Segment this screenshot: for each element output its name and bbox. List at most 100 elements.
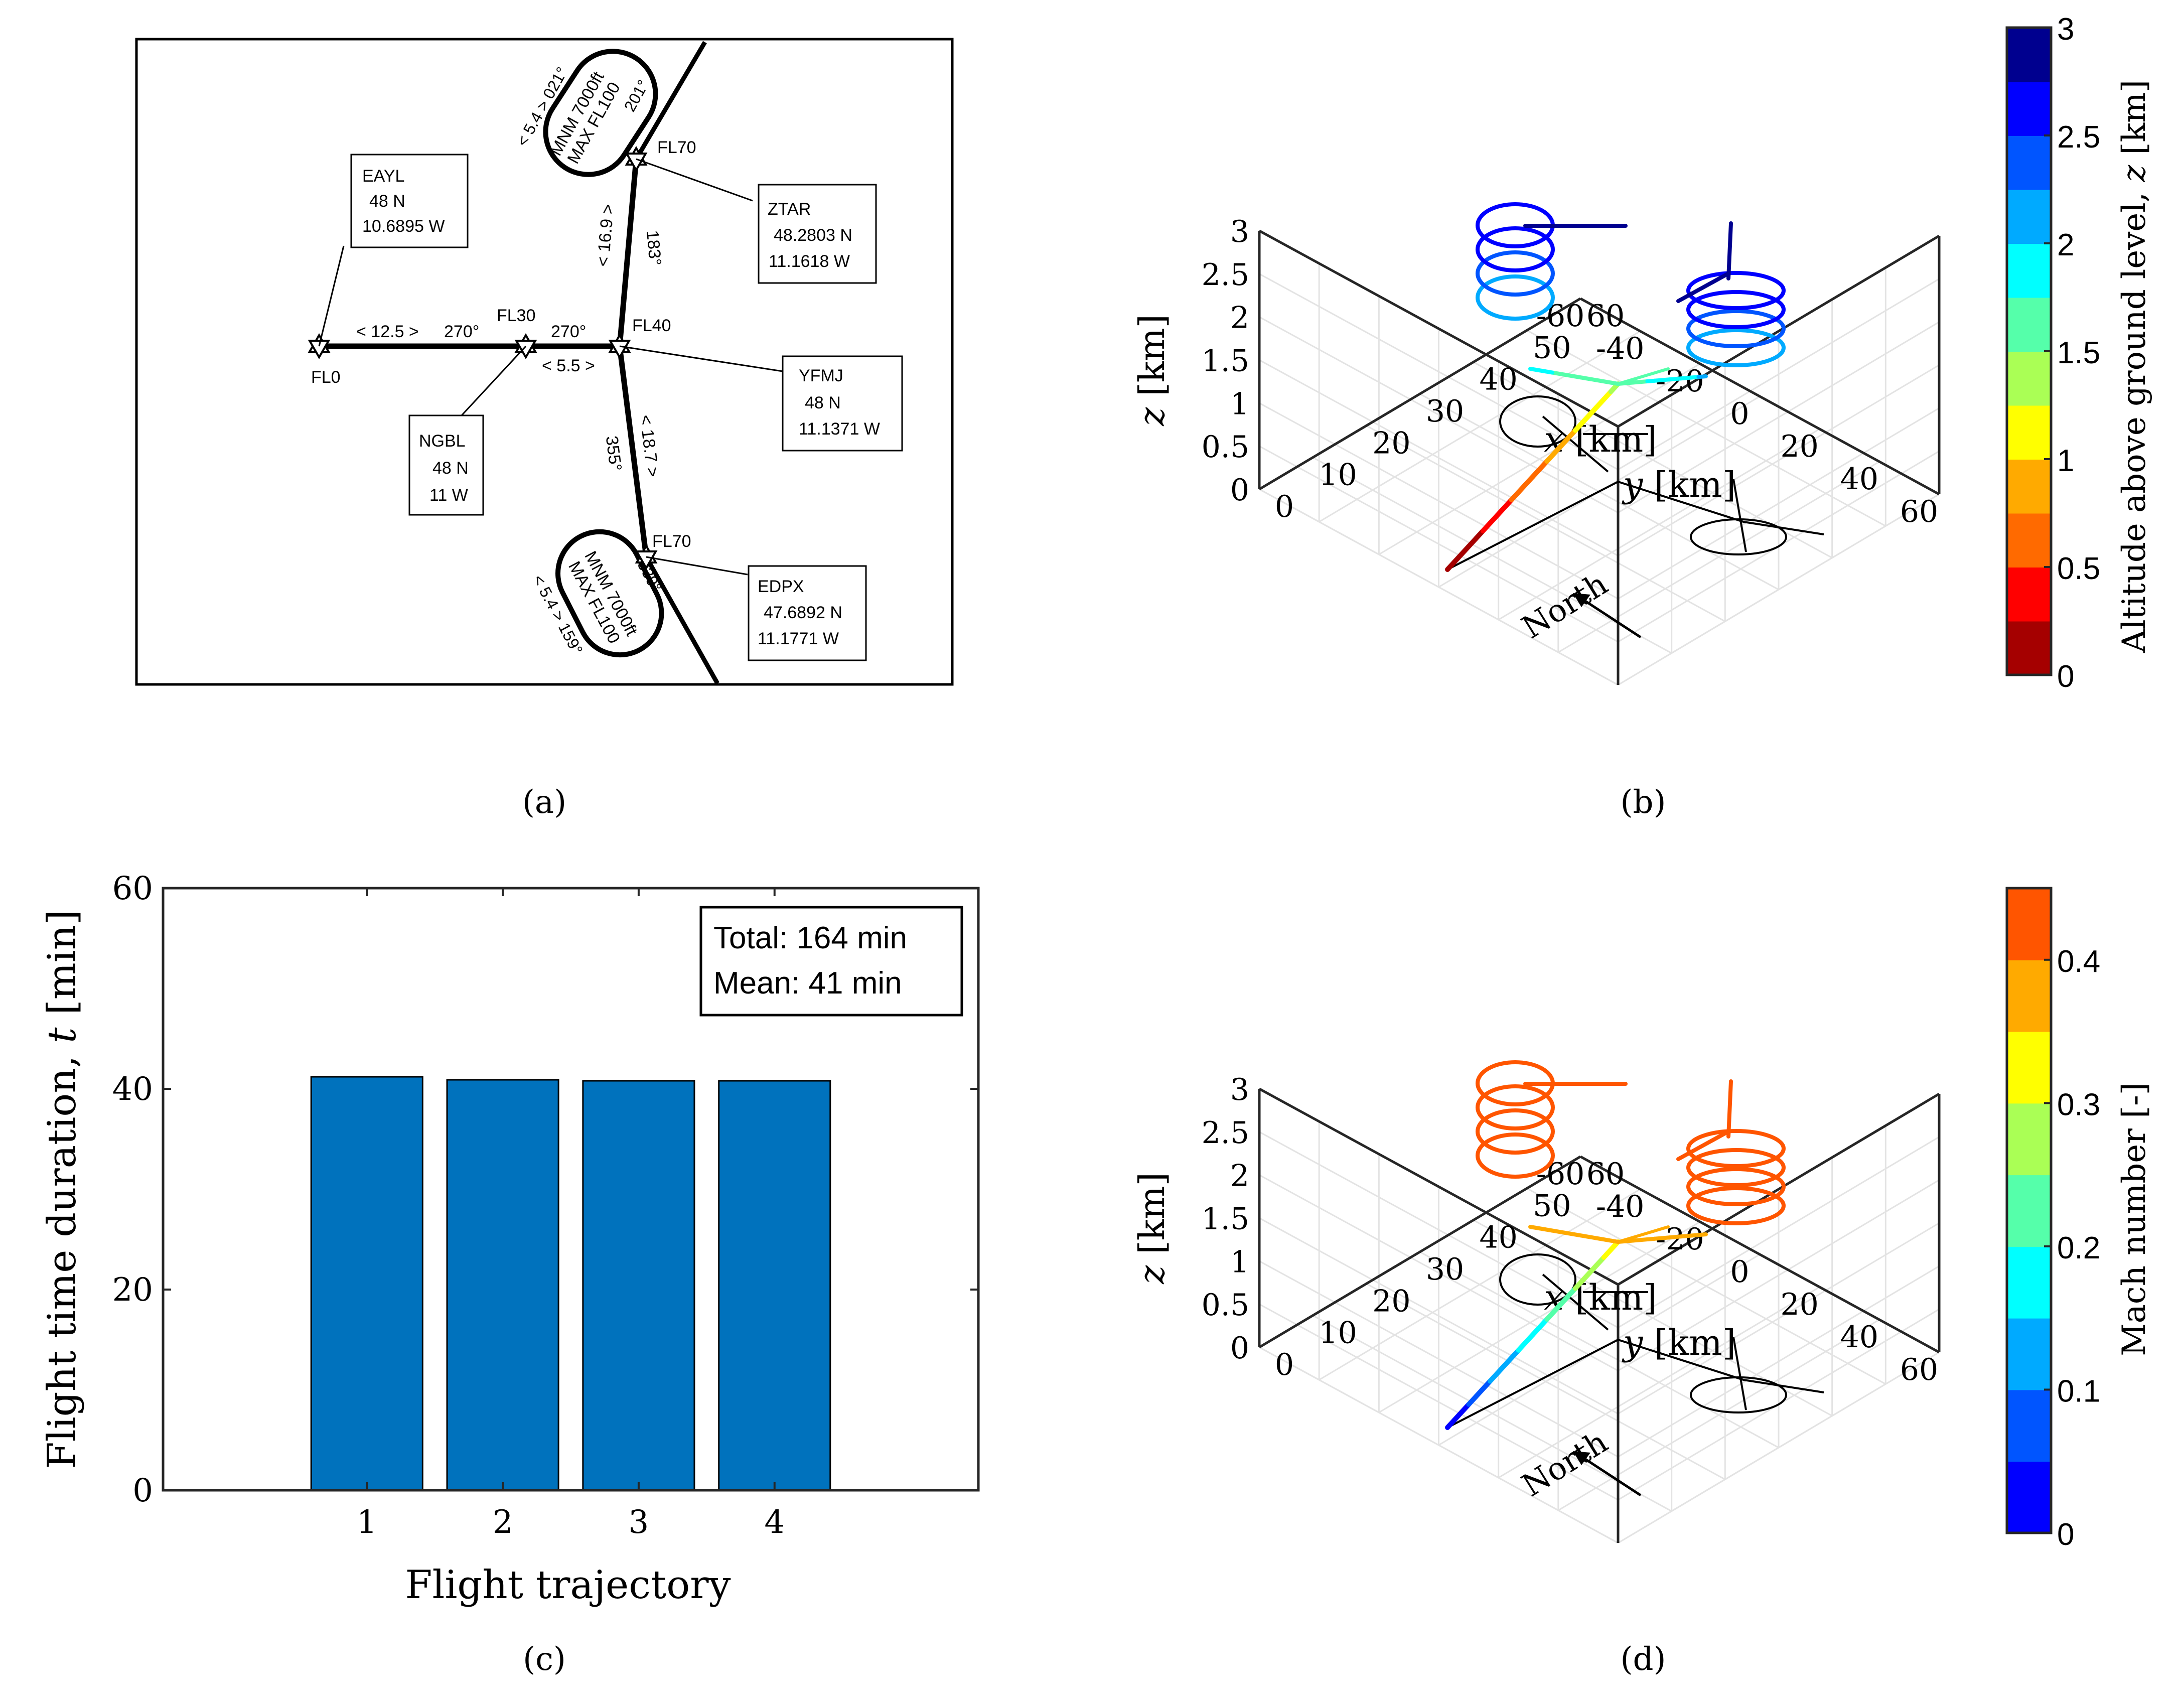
grid-line: [1259, 1217, 1619, 1414]
colorbar-segment: [2007, 135, 2051, 190]
ground-shadow-leg: [1542, 415, 1609, 473]
info-ztar-name: ZTAR: [768, 200, 811, 219]
ytick-label: 60: [112, 870, 153, 907]
z-tick-label: 2: [1230, 301, 1249, 336]
north-arrow-head: [1573, 1451, 1590, 1465]
grid-line: [1618, 1136, 1940, 1329]
x-axis-label: x [km]: [1544, 1277, 1657, 1318]
ytick-label: 40: [112, 1071, 153, 1108]
x-tick-label: 10: [1319, 1316, 1357, 1351]
bar-3: [582, 1080, 695, 1491]
y-tick-label: -60: [1536, 1157, 1585, 1192]
grid-line: [1259, 273, 1619, 471]
info-eayl-lon: 10.6895 W: [362, 217, 445, 236]
colorbar-tick-label: 1: [2057, 444, 2074, 478]
info-box-edpx: [748, 565, 867, 661]
holding-coil-1: [1476, 250, 1555, 297]
z-axis-label: z [km]: [1131, 314, 1173, 427]
z-tick-label: 1: [1230, 1244, 1249, 1280]
info-yfmj-name: YFMJ: [799, 366, 843, 385]
panel-c-axes-box: [162, 887, 980, 1492]
leg-yfmj-edpx: [617, 346, 649, 557]
panel-label-a: (a): [522, 784, 566, 821]
ground-shadow-track: [1447, 480, 1824, 571]
fl-eayl: FL0: [311, 368, 341, 387]
info-eayl-lat: 48 N: [369, 192, 405, 211]
leg-eayl-ngbl-dist: < 12.5 >: [356, 322, 419, 341]
info-yfmj-lat: 48 N: [805, 393, 841, 412]
x-tick-label: 30: [1426, 1252, 1464, 1287]
colorbar-segment: [2007, 1389, 2051, 1462]
x-tick-label: 10: [1319, 458, 1357, 493]
leg-to-hold-1: [1528, 1225, 1540, 1230]
x-tick-label: 30: [1426, 394, 1464, 429]
colorbar-segment: [2007, 1246, 2051, 1319]
colorbar-segment: [2007, 567, 2051, 622]
holding-coil-1: [1476, 1084, 1555, 1130]
colorbar-tick-label: 3: [2057, 12, 2074, 47]
ground-shadow-hold: [1499, 395, 1576, 448]
holding-coil-1: [1476, 1132, 1555, 1179]
z-tick-label: 0: [1230, 1331, 1249, 1366]
z-tick-label: 2: [1230, 1159, 1249, 1194]
colorbar-segment: [2007, 351, 2051, 406]
ground-shadow-leg: [1542, 1273, 1609, 1331]
ground-shadow-track: [1447, 1338, 1824, 1429]
panel-c-mean: Mean: 41 min: [713, 966, 902, 1001]
leg-ngbl-yfmj-dist: < 5.5 >: [542, 356, 595, 375]
grid-line: [1259, 359, 1619, 556]
grid-line: [1259, 316, 1619, 513]
grid-line: [1259, 445, 1619, 643]
y-tick-label: 20: [1780, 1287, 1818, 1322]
colorbar-segment: [2007, 1031, 2051, 1104]
panel-label-b: (b): [1621, 784, 1666, 821]
grid-line: [1618, 278, 1940, 471]
axis-line: [1579, 1155, 1940, 1354]
axis-line: [1617, 234, 1940, 428]
leg-stub: [1617, 367, 1670, 385]
colorbar-tick-label: 0.4: [2057, 944, 2100, 979]
panel-c-stats-box: [699, 906, 963, 1017]
bar-1: [310, 1076, 423, 1491]
panel-d-3d-mach: 0102030405060-60-40-20020406000.511.522.…: [1131, 1060, 1941, 1544]
x-tick-label: 0: [1275, 1347, 1294, 1382]
bar-4: [718, 1080, 831, 1491]
leg-stub: [1617, 1225, 1670, 1243]
leg-ztar-north: [634, 41, 707, 161]
colorbar-segment: [2007, 81, 2051, 136]
grid-line: [1618, 364, 1940, 556]
colorbar-segment: [2007, 297, 2051, 352]
hold-exit: [1676, 271, 1730, 303]
info-ztar-lat: 48.2803 N: [774, 226, 852, 245]
ytick-label: 20: [112, 1271, 153, 1309]
ground-shadow-hold: [1690, 1376, 1787, 1413]
grid-line: [1259, 1260, 1619, 1458]
holding-coil-1: [1476, 226, 1555, 272]
north-label: North: [1515, 1424, 1614, 1504]
colorbar-tick-label: 0: [2057, 659, 2074, 694]
panel-d-colorbar-label: Mach number [-]: [2116, 1082, 2153, 1356]
ground-shadow-hold: [1499, 1253, 1576, 1306]
xtick-label: 2: [493, 1504, 513, 1541]
y-tick-label: 0: [1730, 396, 1749, 432]
y-tick-label: 60: [1900, 494, 1938, 529]
colorbar-segment: [2007, 405, 2051, 460]
info-box-yfmj: [782, 355, 903, 452]
leg-edpx-south: [644, 555, 719, 685]
colorbar-segment: [2007, 959, 2051, 1032]
fl-edpx: FL70: [652, 532, 691, 551]
grid-line: [1618, 1265, 1940, 1458]
holding-coil-1: [1476, 274, 1555, 321]
z-axis-label: z [km]: [1131, 1172, 1173, 1285]
z-tick-label: 3: [1230, 214, 1249, 249]
colorbar-tick-label: 0: [2057, 1517, 2074, 1552]
y-tick-label: 20: [1780, 429, 1818, 464]
colorbar-segment: [2007, 243, 2051, 298]
y-tick-label: -40: [1596, 1189, 1645, 1224]
holding-coil-2: [1686, 1167, 1786, 1206]
hold-exit: [1726, 221, 1733, 280]
grid-line: [1618, 1179, 1940, 1371]
leg-eayl-ngbl-hdg: 270°: [444, 322, 479, 341]
panel-b-colorbar-label: Altitude above ground level, z [km]: [2116, 80, 2153, 653]
hold-north: [543, 49, 658, 177]
